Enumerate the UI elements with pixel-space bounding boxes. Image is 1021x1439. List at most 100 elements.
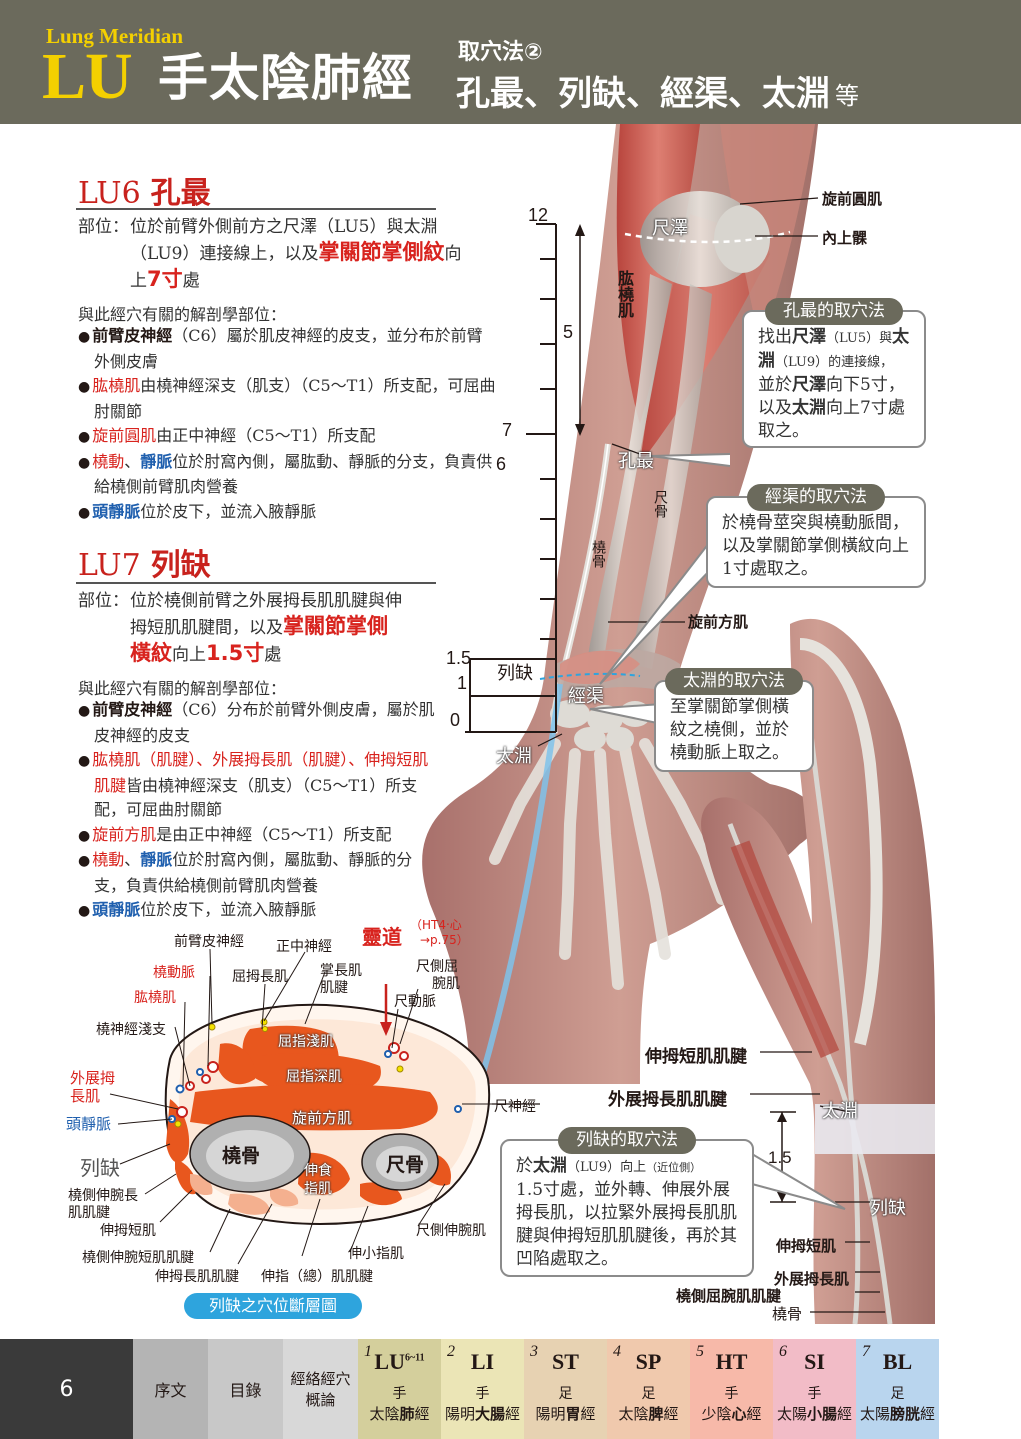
xs-apl-1: 外展拇	[70, 1069, 116, 1087]
xs-lingdao-ref-1: （HT4‧心	[410, 918, 462, 932]
xs-fcu-2: 腕肌	[432, 976, 460, 992]
label-jingqu-point: 經渠	[568, 686, 604, 707]
tab-li[interactable]: 2 LI 手 陽明大腸經	[441, 1339, 524, 1439]
lu6-code: LU6	[78, 176, 141, 211]
xs-ecrb: 橈側伸腕短肌肌腱	[82, 1250, 194, 1266]
scale-6: 6	[496, 454, 507, 474]
label-hand-taiyuan: 太淵	[822, 1101, 858, 1122]
list-item: 橈動、靜脈位於肘窩內側，屬肱動、靜脈的分支，負責供給橈側前臂肌肉營養	[78, 450, 498, 500]
list-item: 頭靜脈位於皮下，並流入腋靜脈	[78, 898, 438, 924]
page-title: 手太陰肺經	[158, 49, 413, 107]
list-item: 旋前方肌是由正中神經（C5～T1）所支配	[78, 823, 438, 849]
xs-palmaris-2: 肌腱	[320, 980, 348, 996]
label-radius: 橈骨	[590, 540, 606, 568]
footer-nav: 6 序文 目錄 經絡經穴概論 1 LU6~11 手 太陰肺經 2 LI 手 陽明…	[0, 1339, 1021, 1439]
xs-brachioradialis: 肱橈肌	[134, 990, 176, 1006]
callout-lieque-title: 列缺的取穴法	[558, 1127, 696, 1154]
lu6-location: 部位：位於前臂外側前方之尺澤（LU5）與太淵 （LU9）連接線上，以及掌關節掌側…	[78, 217, 462, 291]
xs-fpl: 屈拇長肌	[232, 969, 288, 985]
lu6-title: LU6 孔最	[78, 168, 211, 212]
xs-ulnar-nerve: 尺神經	[494, 1099, 536, 1115]
lu7-name: 列缺	[150, 548, 211, 583]
list-item: 旋前圓肌由正中神經（C5～T1）所支配	[78, 424, 498, 450]
lu6-anatomy-heading: 與此經穴有關的解剖學部位：	[78, 305, 287, 324]
xs-ecrl-1: 橈側伸腕長	[68, 1188, 138, 1204]
label-chize-point: 尺澤	[652, 218, 688, 239]
callout-kongzui: 孔最的取穴法 找出尺澤（LU5）與太 淵（LU9）的連接線， 並於尺澤向下5寸，…	[742, 298, 926, 448]
xs-ecrl-2: 肌肌腱	[68, 1205, 110, 1221]
label-pronator-quadratus: 旋前方肌	[688, 613, 749, 631]
xs-apl-2: 長肌	[70, 1087, 101, 1105]
xs-palmaris-1: 掌長肌	[320, 963, 362, 979]
xs-ed: 伸指（總）肌肌腱	[261, 1269, 373, 1285]
label-apl-tendon: 外展拇長肌肌腱	[608, 1090, 727, 1110]
tab-sp[interactable]: 4 SP 足 太陰脾經	[607, 1339, 690, 1439]
label-ulna: 尺骨	[652, 490, 668, 518]
label-pronator-teres: 旋前圓肌	[822, 190, 883, 208]
tab-meridian-intro[interactable]: 經絡經穴概論	[283, 1339, 358, 1439]
label-lieque-point: 列缺	[497, 663, 533, 684]
label-taiyuan-point: 太淵	[496, 746, 532, 767]
callout-lieque: 列缺的取穴法 於太淵（LU9）向上（近位側） 1.5寸處，並外轉、伸展外展 拇長…	[500, 1127, 754, 1277]
meridian-english-name: Lung Meridian	[46, 24, 184, 48]
xs-lieque: 列缺	[80, 1156, 120, 1180]
lu7-anatomy-list: 前臂皮神經（C6）分布於前臂外側皮膚，屬於肌皮神經的皮支 肱橈肌（肌腱）、外展拇…	[78, 698, 438, 924]
label-hand-radius: 橈骨	[772, 1305, 803, 1323]
meridian-code: LU	[42, 40, 133, 113]
xs-cephalic-vein: 頭靜脈	[66, 1115, 112, 1133]
xs-edm: 伸小指肌	[348, 1246, 404, 1262]
xs-lingdao-ref-2: →p.75）	[420, 933, 469, 947]
xs-fds: 屈指淺肌	[278, 1034, 334, 1050]
tab-lu[interactable]: 1 LU6~11 手 太陰肺經	[358, 1339, 441, 1439]
label-epb-tendon: 伸拇短肌肌腱	[645, 1047, 747, 1067]
lu7-anatomy-heading: 與此經穴有關的解剖學部位：	[78, 679, 287, 698]
callout-taiyuan: 太淵的取穴法 至掌關節掌側橫 紋之橈側，並於 橈動脈上取之。	[654, 668, 814, 772]
label-epb: 伸拇短肌	[776, 1237, 837, 1255]
method-label: 取穴法②	[458, 40, 543, 65]
xs-ulna: 尺骨	[386, 1154, 425, 1176]
scale-12: 12	[528, 205, 549, 225]
xs-pronator-quadratus: 旋前方肌	[292, 1109, 353, 1127]
label-apl: 外展拇長肌	[774, 1270, 850, 1288]
tab-si[interactable]: 6 SI 手 太陽小腸經	[773, 1339, 856, 1439]
xs-superficial-radial-nerve: 橈神經淺支	[96, 1022, 166, 1038]
points-list: 孔最、列缺、經渠、太淵	[456, 74, 830, 114]
list-item: 頭靜脈位於皮下，並流入腋靜脈	[78, 500, 498, 526]
callout-taiyuan-title: 太淵的取穴法	[665, 668, 803, 695]
lu6-name: 孔最	[150, 176, 211, 211]
xs-epl: 伸拇長肌肌腱	[155, 1269, 239, 1285]
scale-7: 7	[502, 420, 513, 440]
tab-st[interactable]: 3 ST 足 陽明胃經	[524, 1339, 607, 1439]
xs-fdp: 屈指深肌	[286, 1069, 342, 1085]
xs-radial-artery: 橈動脈	[153, 965, 195, 981]
tab-preface[interactable]: 序文	[133, 1339, 208, 1439]
label-hand-distance: 1.5	[768, 1148, 792, 1167]
xs-lingdao: 靈道	[362, 925, 402, 949]
callout-kongzui-title: 孔最的取穴法	[765, 298, 903, 325]
label-hand-lieque: 列缺	[870, 1198, 906, 1219]
list-item: 前臂皮神經（C6）屬於肌皮神經的皮支，並分布於前臂外側皮膚	[78, 324, 498, 374]
label-brachioradialis: 肱橈肌	[615, 270, 634, 318]
tab-bl[interactable]: 7 BL 足 太陽膀胱經	[856, 1339, 939, 1439]
lu6-divider	[76, 208, 436, 210]
scale-1: 1	[457, 673, 468, 693]
xs-eip-2: 指肌	[304, 1181, 332, 1197]
xs-epb: 伸拇短肌	[100, 1223, 156, 1239]
xs-ecu: 尺側伸腕肌	[416, 1223, 486, 1239]
label-kongzui-point: 孔最	[618, 451, 654, 472]
lu7-divider	[76, 582, 436, 584]
lu6-anatomy-list: 前臂皮神經（C6）屬於肌皮神經的皮支，並分布於前臂外側皮膚 肱橈肌由橈神經深支（…	[78, 324, 498, 525]
callout-jingqu-title: 經渠的取穴法	[747, 484, 885, 511]
scale-0: 0	[450, 710, 461, 730]
xs-caption: 列缺之穴位斷層圖	[184, 1293, 362, 1319]
scale-5: 5	[563, 322, 574, 342]
tab-contents[interactable]: 目錄	[208, 1339, 283, 1439]
xs-median-nerve: 正中神經	[276, 939, 332, 955]
tab-ht[interactable]: 5 HT 手 少陰心經	[690, 1339, 773, 1439]
list-item: 前臂皮神經（C6）分布於前臂外側皮膚，屬於肌皮神經的皮支	[78, 698, 438, 748]
callout-jingqu: 經渠的取穴法 於橈骨莖突與橈動脈間， 以及掌關節掌側橫紋向上 1寸處取之。	[706, 484, 926, 588]
xs-fcu-1: 尺側屈	[416, 959, 458, 975]
list-item: 肱橈肌（肌腱）、外展拇長肌（肌腱）、伸拇短肌肌腱皆由橈神經深支（肌支）（C5～T…	[78, 748, 438, 823]
label-fcr-tendon: 橈側屈腕肌肌腱	[676, 1287, 782, 1305]
